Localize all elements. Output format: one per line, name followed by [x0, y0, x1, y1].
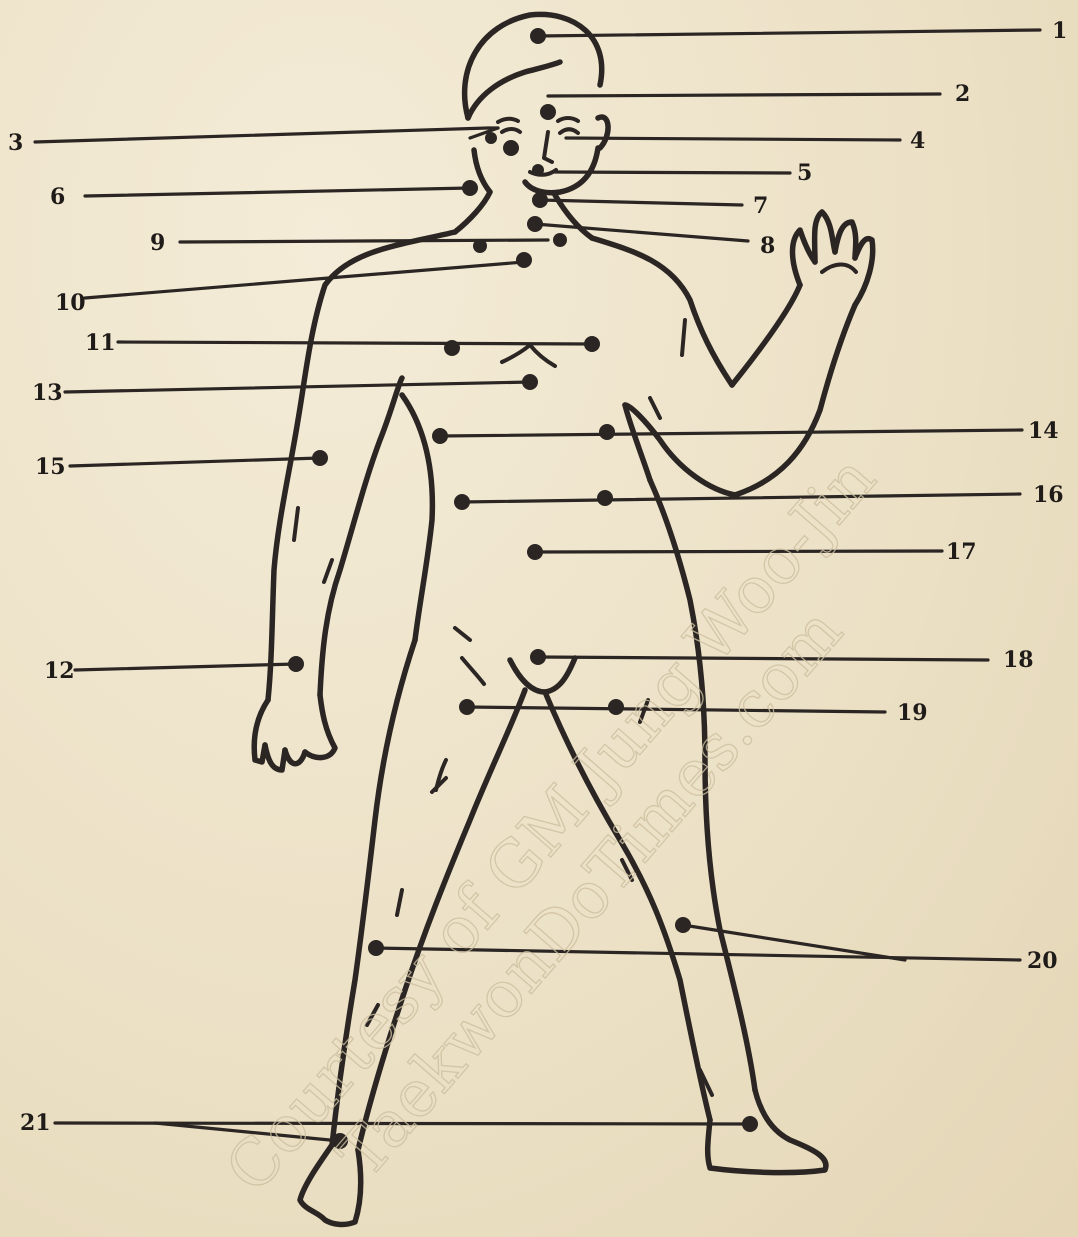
point-20b	[368, 940, 384, 956]
point-19a	[459, 699, 475, 715]
point-7	[532, 192, 548, 208]
label-3: 3	[8, 130, 23, 156]
point-3b	[503, 140, 519, 156]
label-13: 13	[32, 380, 63, 406]
point-5	[532, 164, 544, 176]
point-11b	[584, 336, 600, 352]
label-19: 19	[897, 700, 928, 726]
point-15	[312, 450, 328, 466]
label-18: 18	[1003, 647, 1034, 673]
point-1	[530, 28, 546, 44]
label-4: 4	[910, 128, 925, 154]
label-5: 5	[797, 160, 812, 186]
point-17	[527, 544, 543, 560]
label-9: 9	[150, 230, 165, 256]
point-11a	[444, 340, 460, 356]
label-17: 17	[946, 539, 977, 565]
watermark: Courtesy of GM Jung Woo-Jin TaekwonDoTim…	[212, 442, 947, 1237]
label-2: 2	[955, 81, 970, 107]
point-2	[540, 104, 556, 120]
point-16b	[597, 490, 613, 506]
point-3a	[485, 132, 497, 144]
watermark-line-2: TaekwonDoTimes.com	[325, 595, 858, 1192]
point-16a	[454, 494, 470, 510]
label-20: 20	[1027, 948, 1058, 974]
watermark-line-1: Courtesy of GM Jung Woo-Jin	[212, 442, 890, 1207]
point-12	[288, 656, 304, 672]
point-14b	[599, 424, 615, 440]
label-8: 8	[760, 233, 775, 259]
point-9a	[473, 239, 487, 253]
label-16: 16	[1033, 482, 1064, 508]
label-12: 12	[44, 658, 75, 684]
label-21: 21	[20, 1110, 51, 1136]
point-13	[522, 374, 538, 390]
label-11: 11	[85, 330, 116, 356]
label-10: 10	[55, 290, 86, 316]
point-6	[462, 180, 478, 196]
point-21b	[742, 1116, 758, 1132]
label-7: 7	[753, 193, 768, 219]
point-18	[530, 649, 546, 665]
label-14: 14	[1028, 418, 1059, 444]
label-15: 15	[35, 454, 66, 480]
point-14a	[432, 428, 448, 444]
point-20a	[675, 917, 691, 933]
point-10	[516, 252, 532, 268]
point-9b	[553, 233, 567, 247]
label-1: 1	[1052, 18, 1067, 44]
point-8	[527, 216, 543, 232]
label-6: 6	[50, 184, 65, 210]
